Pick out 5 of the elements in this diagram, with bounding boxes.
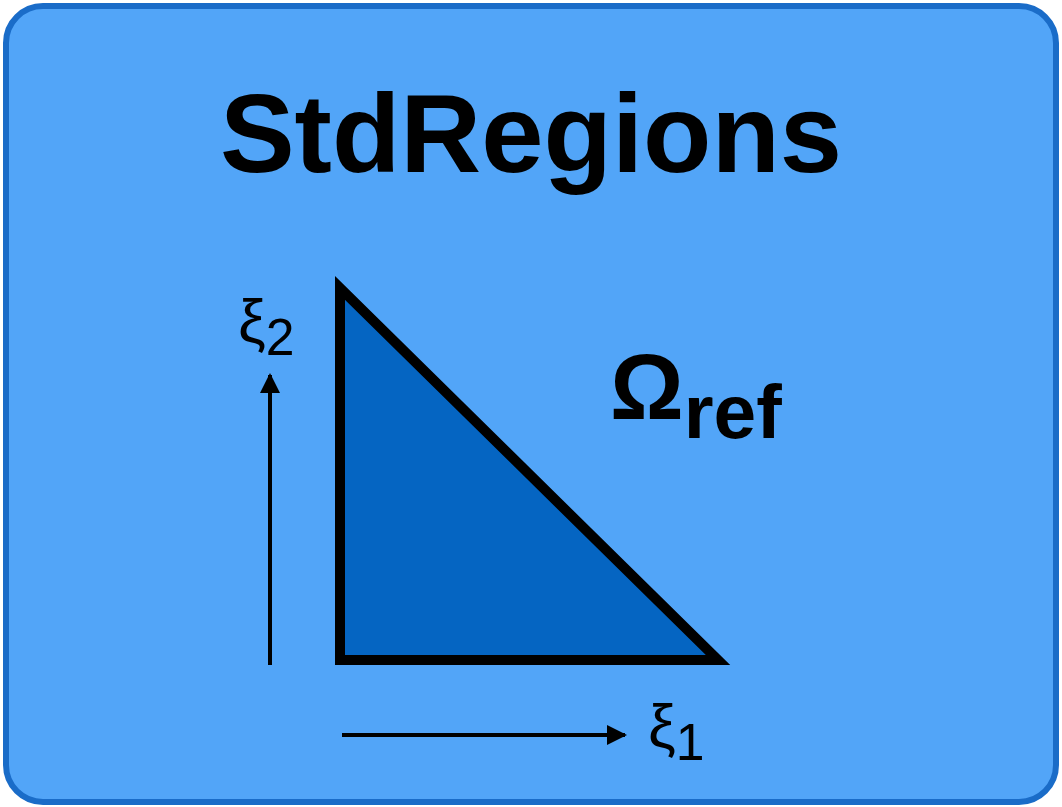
axis-label: ξ$_{1}$ — [648, 690, 705, 773]
panel-title: StdRegions — [218, 70, 844, 198]
region-panel — [3, 3, 1059, 805]
axis-label: ξ$_{2}$ — [238, 285, 295, 368]
domain-label: Ω$_{ref}$ — [610, 335, 782, 457]
